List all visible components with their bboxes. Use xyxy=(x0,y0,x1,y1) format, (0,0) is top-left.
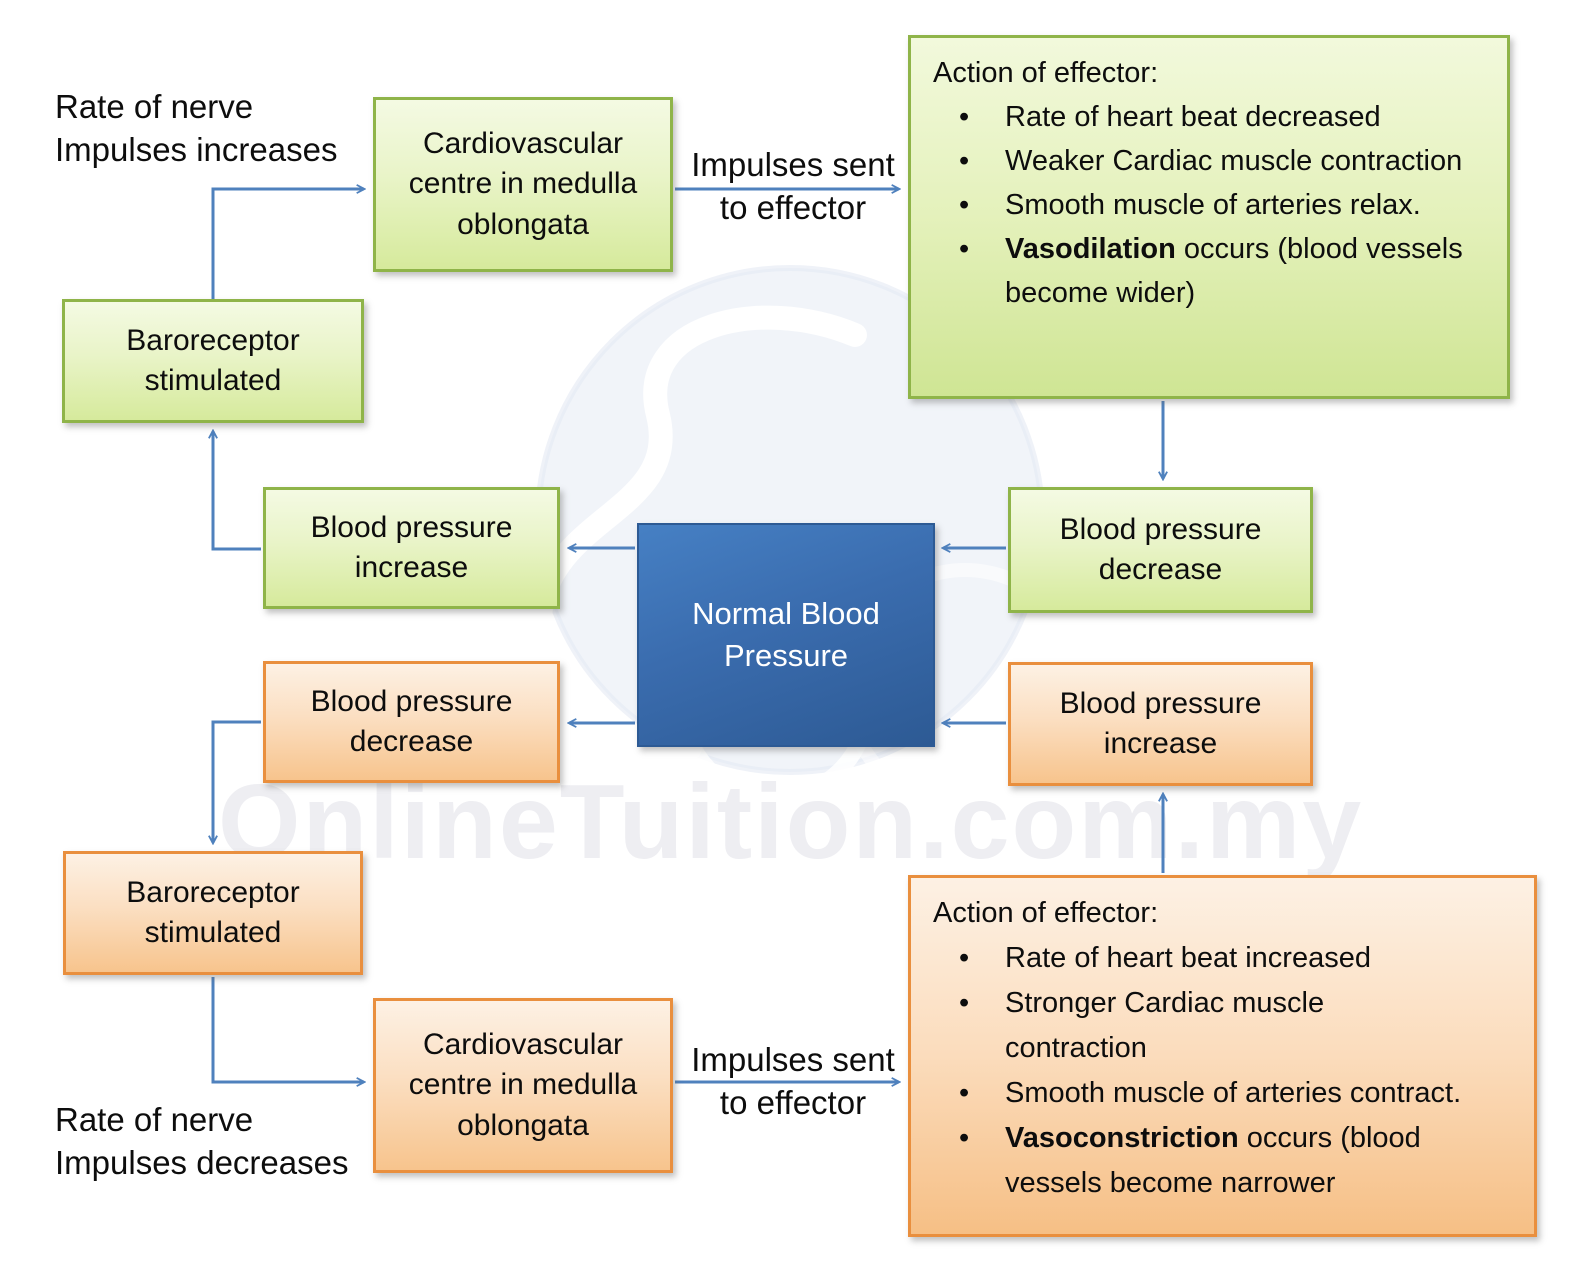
box-label: Blood pressure increase xyxy=(310,510,513,585)
label-impulses-sent-to-effector-top: Impulses sent to effector xyxy=(691,146,895,226)
box-normal-blood-pressure: Normal Blood Pressure xyxy=(637,523,935,747)
bullet-item: Smooth muscle of arteries contract. xyxy=(933,1071,1512,1116)
action-title: Action of effector: xyxy=(933,897,1159,929)
action-bullet-list: Rate of heart beat increased Stronger Ca… xyxy=(933,936,1512,1206)
box-blood-pressure-decrease-green: Blood pressure decrease xyxy=(1008,487,1313,613)
label-impulses-sent-to-effector-bottom: Impulses sent to effector xyxy=(691,1041,895,1121)
bullet-item: Smooth muscle of arteries relax. xyxy=(933,183,1485,227)
box-label: Normal Blood Pressure xyxy=(692,596,880,673)
box-baroreceptor-green: Baroreceptor stimulated xyxy=(62,299,364,423)
box-cardiovascular-centre-orange: Cardiovascular centre in medulla oblonga… xyxy=(373,998,673,1173)
bullet-item: Stronger Cardiac muscle contraction xyxy=(933,981,1512,1071)
box-blood-pressure-decrease-orange: Blood pressure decrease xyxy=(263,661,560,783)
action-title: Action of effector: xyxy=(933,57,1159,89)
box-label: Baroreceptor stimulated xyxy=(126,323,300,398)
box-cardiovascular-centre-green: Cardiovascular centre in medulla oblonga… xyxy=(373,97,673,272)
box-blood-pressure-increase-green: Blood pressure increase xyxy=(263,487,560,609)
box-baroreceptor-orange: Baroreceptor stimulated xyxy=(63,851,363,975)
box-action-of-effector-green: Action of effector: Rate of heart beat d… xyxy=(908,35,1510,399)
box-label: Baroreceptor stimulated xyxy=(126,875,300,950)
bullet-item: Weaker Cardiac muscle contraction xyxy=(933,139,1485,183)
box-label: Blood pressure decrease xyxy=(310,684,513,759)
box-label: Cardiovascular centre in medulla oblonga… xyxy=(408,1027,638,1142)
arrow-green-baroreceptor-to-cardio xyxy=(211,189,364,299)
box-action-of-effector-orange: Action of effector: Rate of heart beat i… xyxy=(908,875,1537,1237)
box-label: Cardiovascular centre in medulla oblonga… xyxy=(408,126,638,241)
label-rate-nerve-impulses-decreases: Rate of nerve Impulses decreases xyxy=(55,1101,349,1181)
bullet-item: Vasodilation occurs (blood vessels becom… xyxy=(933,227,1485,315)
bullet-item: Rate of heart beat increased xyxy=(933,936,1512,981)
action-bullet-list: Rate of heart beat decreased Weaker Card… xyxy=(933,95,1485,315)
bullet-item: Rate of heart beat decreased xyxy=(933,95,1485,139)
arrow-green-bp-increase-to-baroreceptor xyxy=(213,431,261,551)
box-label: Blood pressure increase xyxy=(1059,686,1262,761)
bullet-item: Vasoconstriction occurs (blood vessels b… xyxy=(933,1116,1512,1206)
arrow-orange-bp-decrease-to-baroreceptor xyxy=(213,720,261,843)
box-label: Blood pressure decrease xyxy=(1059,512,1262,587)
box-blood-pressure-increase-orange: Blood pressure increase xyxy=(1008,662,1313,786)
arrow-orange-baroreceptor-to-cardio xyxy=(211,977,364,1082)
label-rate-nerve-impulses-increases: Rate of nerve Impulses increases xyxy=(55,88,338,168)
